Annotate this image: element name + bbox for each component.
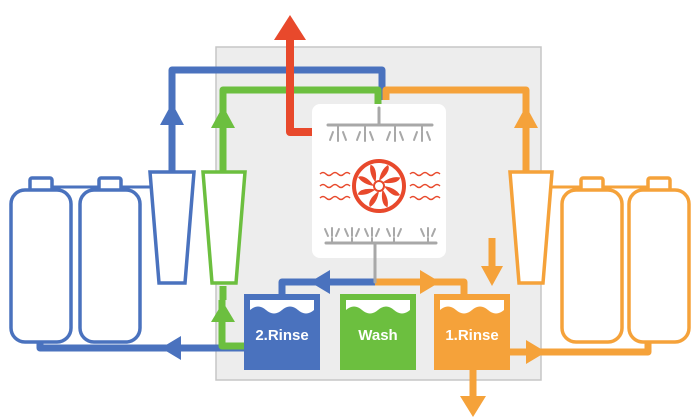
orange-right-arrow-bottom-icon bbox=[526, 340, 546, 364]
orange-top-line bbox=[382, 86, 530, 172]
lower-nozzle-2-icon bbox=[344, 227, 360, 244]
green-up-arrow-icon bbox=[211, 106, 235, 128]
tank-rinse2-label: 2.Rinse bbox=[255, 327, 308, 344]
exhaust-line bbox=[286, 40, 318, 136]
blue-cartridge-1 bbox=[9, 176, 73, 344]
inlet-down-arrow-icon bbox=[481, 266, 503, 286]
fan-blade bbox=[382, 177, 401, 184]
lower-spray-arm bbox=[324, 227, 438, 284]
drain-down-arrow-icon bbox=[460, 396, 486, 417]
upper-nozzle-1-icon bbox=[329, 124, 347, 142]
fan-blade bbox=[370, 164, 377, 183]
fan-icon bbox=[352, 159, 406, 213]
tank-wash-label: Wash bbox=[358, 327, 397, 344]
lower-nozzle-3-icon bbox=[364, 227, 380, 244]
blue-up-arrow-icon bbox=[160, 103, 184, 125]
blue-left-arrow-icon bbox=[161, 336, 181, 360]
blue-return-arrow-icon bbox=[310, 270, 330, 294]
orange-up-arrow-icon bbox=[514, 106, 538, 128]
upper-nozzle-3-icon bbox=[386, 124, 404, 142]
fan-blade bbox=[369, 191, 379, 207]
fan-blade bbox=[384, 186, 400, 196]
green-filter-cone bbox=[201, 170, 247, 285]
lower-nozzle-4-icon bbox=[386, 227, 402, 244]
green-up-arrow-lower-icon bbox=[211, 302, 235, 322]
blue-return-line bbox=[278, 278, 375, 298]
exhaust-up-arrow-icon bbox=[274, 15, 306, 40]
blue-cartridge-2 bbox=[78, 176, 142, 344]
upper-nozzle-4-icon bbox=[413, 124, 431, 142]
tank-rinse2: 2.Rinse bbox=[244, 294, 320, 370]
fan-blade bbox=[379, 165, 389, 181]
orange-cartridge-1 bbox=[560, 176, 624, 344]
orange-cartridge-2 bbox=[627, 176, 691, 344]
tank-wash: Wash bbox=[340, 294, 416, 370]
orange-filter-cone bbox=[508, 170, 554, 285]
lower-nozzle-5-icon bbox=[420, 227, 436, 244]
green-top-line bbox=[219, 86, 382, 172]
orange-flow-line bbox=[375, 278, 468, 298]
fan-blade bbox=[358, 176, 374, 186]
upper-spray-arm bbox=[326, 106, 434, 142]
upper-nozzle-2-icon bbox=[356, 124, 374, 142]
orange-right-arrow-icon bbox=[420, 270, 440, 294]
lower-nozzle-1-icon bbox=[324, 227, 340, 244]
fan-blade bbox=[357, 188, 376, 195]
fan-blade bbox=[381, 189, 388, 208]
heater-waves-icon bbox=[319, 171, 441, 201]
tank-rinse1-label: 1.Rinse bbox=[445, 327, 498, 344]
tank-rinse1: 1.Rinse bbox=[434, 294, 510, 370]
blue-filter-cone bbox=[148, 170, 196, 285]
